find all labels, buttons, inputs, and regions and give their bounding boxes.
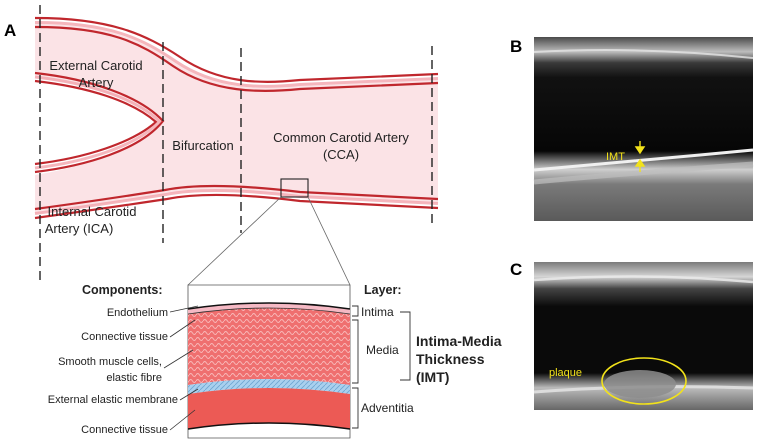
imt-label-line1: Intima-Media [416, 333, 502, 349]
panel-label-a: A [4, 21, 16, 40]
imt-label-line3: (IMT) [416, 369, 449, 385]
components-header: Components: [82, 283, 163, 297]
plaque-outline [601, 357, 687, 405]
panel-label-c: C [510, 260, 522, 279]
component-connective-tissue-1: Connective tissue [81, 331, 168, 343]
imt-label-line2: Thickness [416, 351, 485, 367]
artery-walls [34, 16, 439, 220]
imt-label: Intima-Media Thickness (IMT) [416, 333, 502, 385]
zoom-box [280, 178, 309, 198]
cca-label-line2: (CCA) [323, 147, 359, 162]
adventitia-layer [188, 388, 350, 429]
layer-media: Media [366, 343, 399, 357]
component-external-elastic-membrane: External elastic membrane [48, 394, 178, 406]
artery-diagram: External Carotid Artery Internal Carotid… [34, 5, 439, 286]
wall-cross-section [187, 284, 351, 439]
intima-layer [188, 303, 350, 314]
cca-label-line1: Common Carotid Artery [273, 130, 409, 145]
section-dividers [39, 5, 433, 280]
media-layer [188, 308, 350, 385]
plaque-annotation: plaque [549, 367, 582, 379]
component-endothelium: Endothelium [107, 307, 168, 319]
component-pointers [163, 305, 199, 431]
artery-lumen [35, 24, 438, 214]
eca-label-line1: External Carotid [49, 58, 142, 73]
ultrasound-c: plaque [533, 262, 754, 410]
component-smooth-muscle: Smooth muscle cells, [58, 356, 162, 368]
eca-label-line2: Artery [79, 75, 114, 90]
layer-intima: Intima [361, 305, 394, 319]
panel-label-b: B [510, 37, 522, 56]
ica-label-line2: Artery (ICA) [45, 221, 114, 236]
layer-adventitia: Adventitia [361, 401, 414, 415]
layer-header: Layer: [364, 283, 402, 297]
ica-label-line1: Internal Carotid [48, 204, 137, 219]
elastic-membrane-layer [188, 379, 350, 394]
imt-annotation: IMT [606, 151, 625, 163]
layer-brackets [352, 305, 411, 429]
component-connective-tissue-2: Connective tissue [81, 424, 168, 436]
components-list: Endothelium Connective tissue Smooth mus… [48, 307, 178, 436]
bifurcation-label: Bifurcation [172, 138, 233, 153]
ultrasound-b: IMT [533, 37, 754, 221]
component-elastic-fibre: elastic fibre [106, 372, 162, 384]
